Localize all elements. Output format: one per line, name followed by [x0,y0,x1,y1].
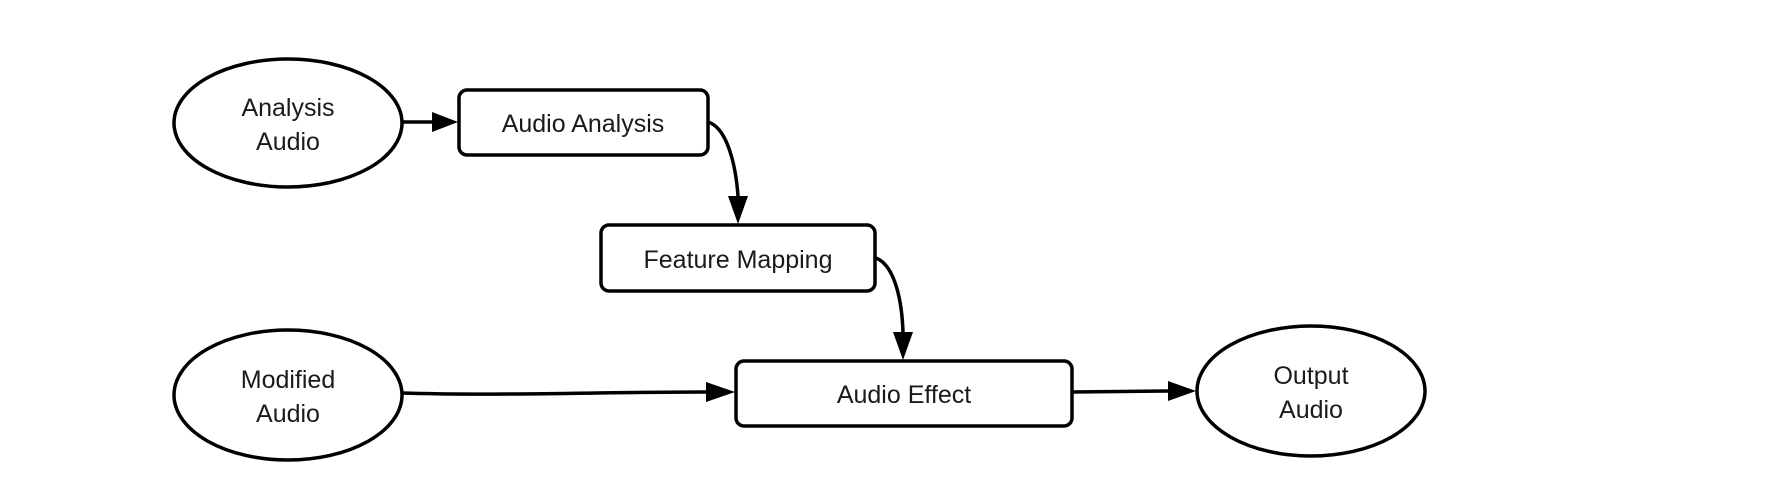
arrowhead [432,112,458,132]
edge-feature-mapping-to-audio-effect [875,256,913,360]
arrowhead [728,196,748,224]
node-audio-effect-label: Audio Effect [837,381,971,409]
node-modified-audio-shape [172,328,404,462]
node-feature-mapping[interactable]: Feature Mapping [599,223,877,293]
edge-line [875,256,905,333]
node-output-audio-label-line2: Audio [1279,396,1343,424]
node-output-audio-shape [1195,324,1427,458]
node-output-audio[interactable]: Output Audio [1195,324,1427,458]
node-analysis-audio[interactable]: Analysis Audio [172,57,404,189]
arrowhead [1168,381,1196,401]
nodes: Analysis Audio Audio Analysis Feature Ma… [172,57,1427,462]
node-feature-mapping-shape [599,223,877,293]
node-analysis-audio-shape [172,57,404,189]
edge-audio-analysis-to-feature-mapping [707,120,748,224]
node-audio-analysis-shape [457,88,710,157]
node-output-audio-label-line1: Output [1273,362,1348,390]
node-audio-effect[interactable]: Audio Effect [734,359,1074,428]
node-audio-effect-shape [734,359,1074,428]
edge-line [401,390,707,396]
node-modified-audio-label-line1: Modified [241,366,336,394]
arrowhead [706,382,735,402]
node-analysis-audio-label-line1: Analysis [241,94,334,122]
node-modified-audio[interactable]: Modified Audio [172,328,404,462]
node-modified-audio-label-line2: Audio [256,400,320,428]
edge-line [707,120,740,197]
edges [401,112,1196,402]
edge-analysis-audio-to-audio-analysis [402,112,458,132]
arrowhead [893,332,913,360]
edge-line [1071,389,1169,394]
node-feature-mapping-label: Feature Mapping [643,246,832,274]
node-audio-analysis[interactable]: Audio Analysis [457,88,710,157]
edge-audio-effect-to-output-audio [1071,381,1196,401]
edge-modified-audio-to-audio-effect [401,382,735,402]
node-audio-analysis-label: Audio Analysis [502,110,665,138]
node-analysis-audio-label-line2: Audio [256,128,320,156]
